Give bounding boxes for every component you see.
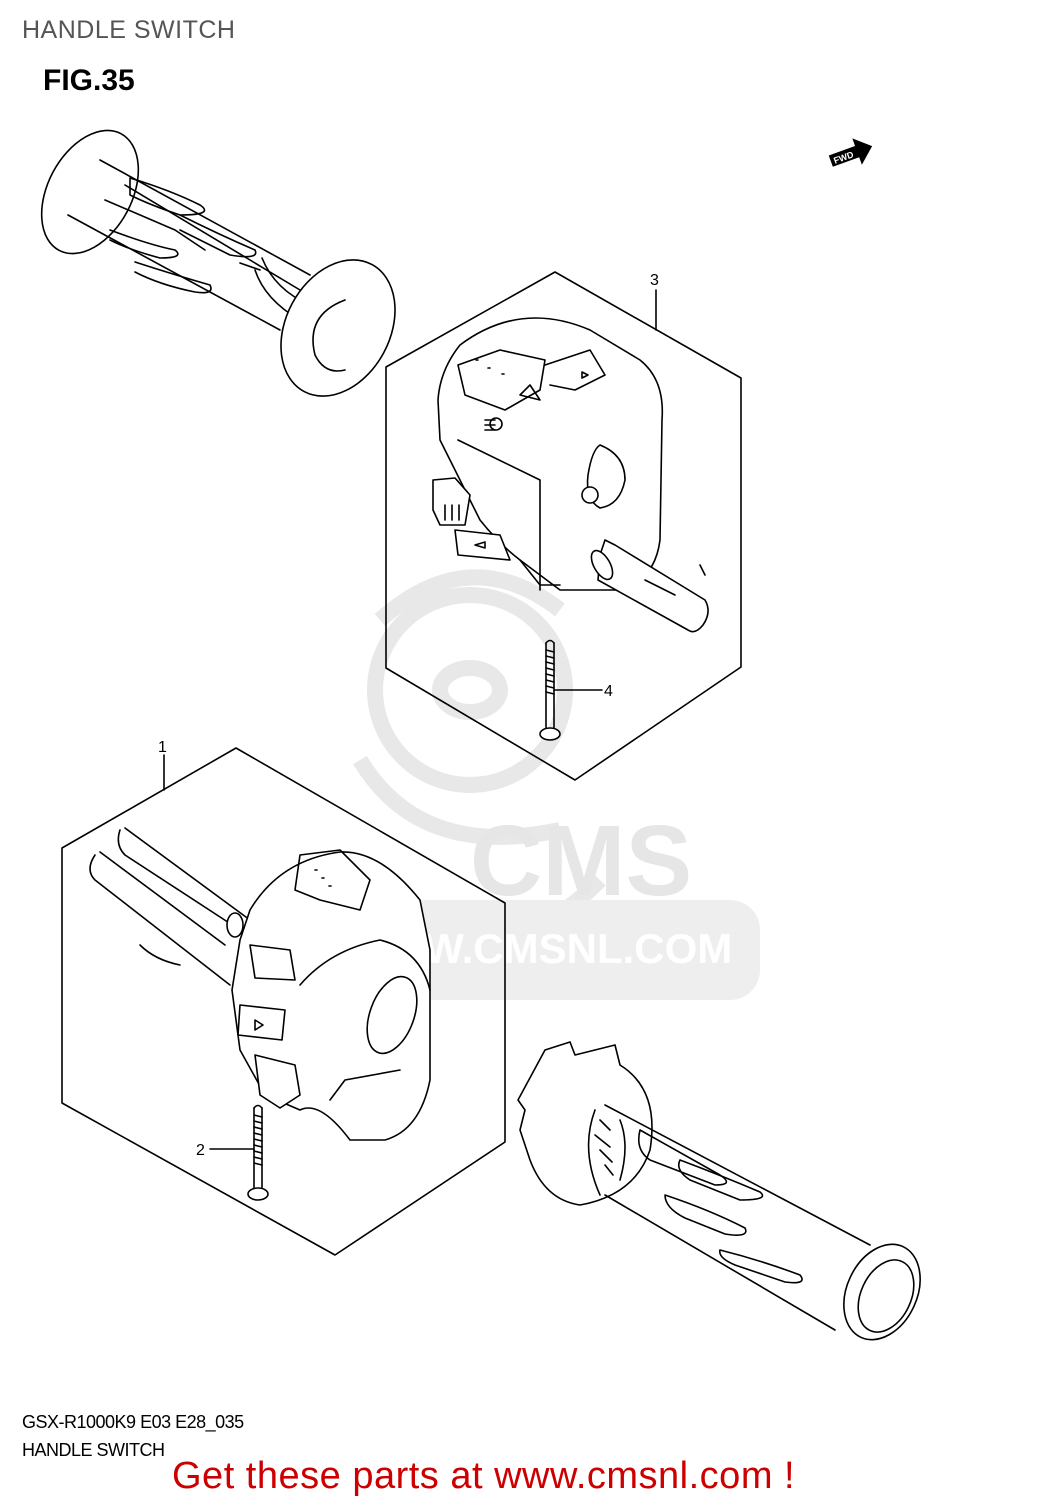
switch-right-illustration (432, 317, 709, 633)
section-name: HANDLE SWITCH (22, 1440, 165, 1460)
fwd-label: FWD (832, 149, 855, 166)
grip-right-illustration (517, 1041, 921, 1341)
callout-4: 4 (604, 683, 613, 700)
callout-3: 3 (650, 272, 659, 289)
watermark-brand: CMS (470, 805, 692, 917)
screw-2-illustration (209, 1104, 269, 1201)
model-code: GSX-R1000K9 E03 E28_035 (22, 1412, 244, 1432)
switch-left-illustration (89, 827, 431, 1141)
grip-left-illustration (40, 129, 396, 397)
part-1-group-outline (61, 747, 506, 1256)
callout-2: 2 (196, 1142, 205, 1159)
figure-number: FIG.35 (43, 64, 135, 97)
callout-1: 1 (158, 739, 167, 756)
fwd-badge: FWD (828, 138, 873, 167)
page-title: HANDLE SWITCH (22, 16, 236, 44)
part-3-group-outline (385, 271, 742, 781)
screw-4-illustration (539, 639, 603, 741)
promo-link[interactable]: Get these parts at www.cmsnl.com ! (172, 1455, 796, 1497)
